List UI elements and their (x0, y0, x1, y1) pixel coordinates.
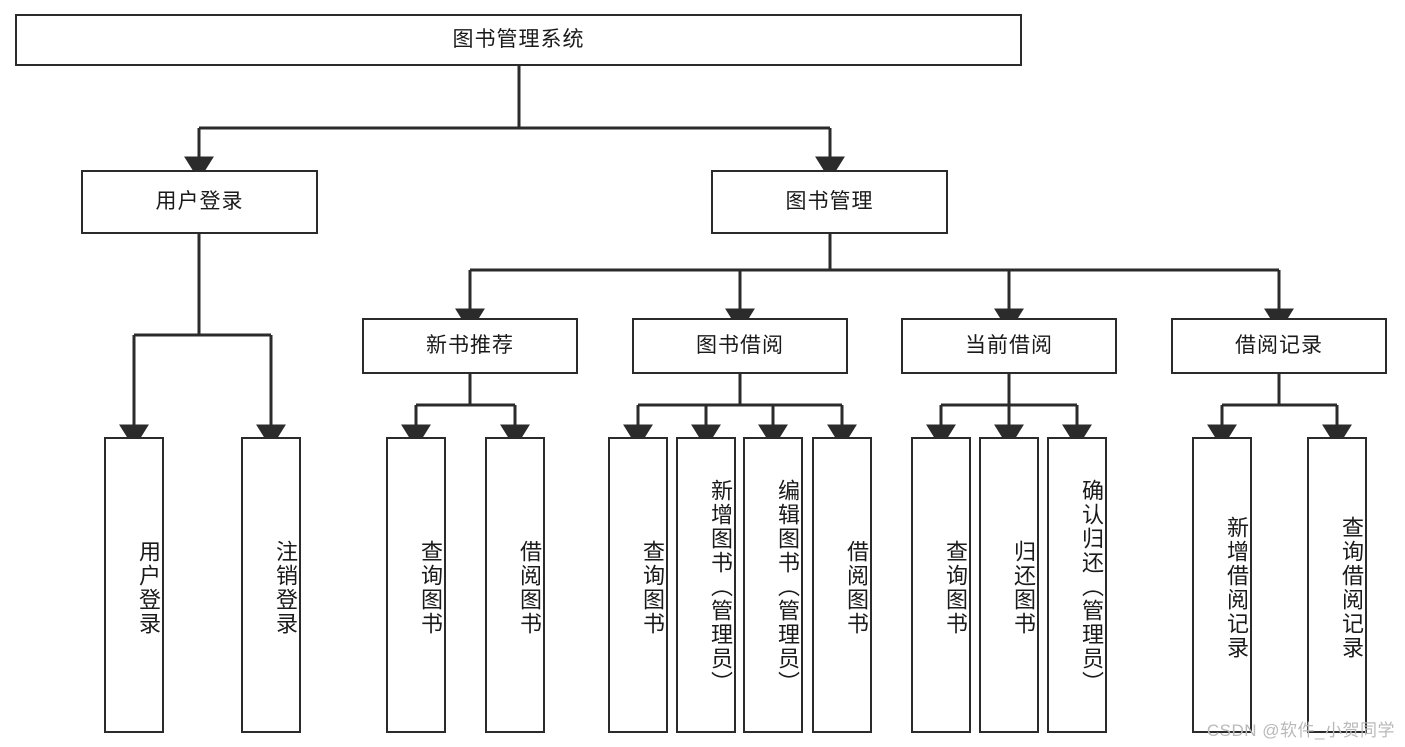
node-user-login-label: 用户登录 (155, 190, 244, 214)
node-leaf-return-book[interactable]: 归还图书 (979, 437, 1039, 733)
node-borrow-record-label: 借阅记录 (1235, 334, 1323, 358)
node-leaf-add-record-label: 新增借阅记录 (1224, 516, 1249, 660)
csdn-watermark: CSDN @软件_小贺同学 (1206, 721, 1395, 740)
node-leaf-query-book-1-label: 查询图书 (418, 540, 443, 636)
node-leaf-query-record[interactable]: 查询借阅记录 (1307, 437, 1367, 733)
node-leaf-query-book-2[interactable]: 查询图书 (608, 437, 668, 733)
node-root-label: 图书管理系统 (452, 28, 585, 52)
node-leaf-query-book-3-label: 查询图书 (943, 540, 968, 636)
node-leaf-add-book[interactable]: 新增图书（管理员） (676, 437, 736, 733)
node-new-book-rec[interactable]: 新书推荐 (362, 318, 578, 374)
node-root[interactable]: 图书管理系统 (15, 14, 1022, 66)
node-leaf-add-record[interactable]: 新增借阅记录 (1192, 437, 1252, 733)
node-leaf-borrow-book-1[interactable]: 借阅图书 (485, 437, 545, 733)
node-leaf-query-book-3[interactable]: 查询图书 (911, 437, 971, 733)
node-borrow-record[interactable]: 借阅记录 (1171, 318, 1387, 374)
node-leaf-user-login[interactable]: 用户登录 (104, 437, 164, 733)
node-leaf-logout[interactable]: 注销登录 (241, 437, 301, 733)
node-leaf-edit-book[interactable]: 编辑图书（管理员） (743, 437, 803, 733)
node-leaf-return-book-label: 归还图书 (1011, 540, 1036, 636)
node-leaf-confirm-return-label: 确认归还（管理员） (1079, 479, 1104, 695)
node-leaf-user-login-label: 用户登录 (136, 540, 161, 636)
node-leaf-borrow-book-1-label: 借阅图书 (517, 540, 542, 636)
node-leaf-logout-label: 注销登录 (273, 540, 298, 636)
node-leaf-confirm-return[interactable]: 确认归还（管理员） (1047, 437, 1107, 733)
node-leaf-query-book-2-label: 查询图书 (640, 540, 665, 636)
node-book-borrow[interactable]: 图书借阅 (632, 318, 848, 374)
node-book-manage[interactable]: 图书管理 (711, 170, 948, 234)
node-book-manage-label: 图书管理 (785, 190, 874, 214)
node-leaf-borrow-book-2[interactable]: 借阅图书 (812, 437, 872, 733)
node-leaf-borrow-book-2-label: 借阅图书 (844, 540, 869, 636)
node-current-borrow-label: 当前借阅 (965, 334, 1053, 358)
node-user-login[interactable]: 用户登录 (81, 170, 318, 234)
node-leaf-add-book-label: 新增图书（管理员） (708, 479, 733, 695)
node-new-book-rec-label: 新书推荐 (426, 334, 514, 358)
node-book-borrow-label: 图书借阅 (696, 334, 784, 358)
node-leaf-query-record-label: 查询借阅记录 (1339, 516, 1364, 660)
node-leaf-query-book-1[interactable]: 查询图书 (386, 437, 446, 733)
node-leaf-edit-book-label: 编辑图书（管理员） (775, 479, 800, 695)
node-current-borrow[interactable]: 当前借阅 (901, 318, 1117, 374)
